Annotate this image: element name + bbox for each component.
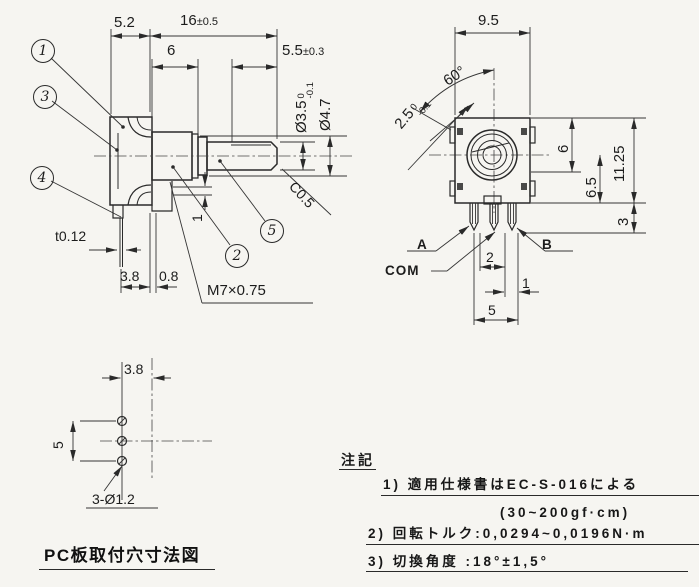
terminal-com-label: COM	[385, 263, 420, 278]
mount-hole	[116, 455, 128, 467]
balloon-1: 1	[31, 39, 55, 63]
balloon-5: 5	[260, 219, 284, 243]
thread-leader	[169, 181, 203, 304]
balloon-4: 4	[30, 166, 54, 190]
dim-bushing-length: 6	[167, 42, 176, 59]
pcb-dim-hole-span: 5	[50, 441, 66, 449]
notes-header: 注記	[341, 452, 375, 468]
note-1-underline	[381, 495, 699, 497]
note-line-3: 3) 切換角度 :18°±1,5°	[368, 554, 549, 569]
dim-leg-pitch: 2	[486, 249, 494, 265]
note-line-1: 1) 適用仕様書はEC-S-016による	[383, 477, 640, 492]
dim-body-height: 11.25	[611, 145, 628, 182]
mount-hole	[116, 415, 128, 427]
dim-lower-height: 6.5	[583, 177, 600, 198]
pcb-title-underline	[39, 569, 215, 571]
bushing-circle	[466, 129, 518, 181]
dim-leg-length: 3	[615, 217, 632, 226]
dim-bracket-depth: 5.2	[114, 14, 135, 31]
balloon-3: 3	[33, 85, 57, 109]
dim-center-height: 6	[555, 144, 572, 153]
shaft-circle	[482, 145, 502, 165]
dim-overall-length: 16±0.5	[180, 12, 219, 29]
notes-header-underline	[339, 469, 376, 471]
dim-terminal-offset: 3.8	[120, 268, 140, 284]
mount-hole	[116, 435, 128, 447]
dim-body-width: 9.5	[478, 12, 499, 29]
thread-spec-label: M7×0.75	[207, 282, 266, 299]
dim-flat-length: 5.5±0.3	[282, 42, 325, 59]
note-line-1-sub: (30~200gf·cm)	[500, 505, 631, 520]
terminal-b-label: B	[542, 237, 553, 252]
angle-arc	[419, 69, 495, 113]
dim-collar-diameter: Ø4.7	[317, 98, 334, 131]
note-2-underline	[366, 544, 699, 546]
pcb-dim-column-offset: 3.8	[124, 361, 144, 377]
pcb-view-title: PC板取付穴寸法図	[44, 546, 201, 565]
note-3-underline	[366, 571, 688, 573]
note-line-2: 2) 回転トルク:0,0294~0,0196N·m	[368, 526, 648, 541]
terminal-legs	[469, 203, 517, 232]
front-view-outline	[429, 68, 549, 232]
chamfer-leader	[281, 168, 332, 216]
dim-leg-span: 5	[488, 302, 496, 318]
dim-leg-offset: 1	[522, 275, 530, 291]
balloon-2: 2	[225, 244, 249, 268]
terminal-thickness-label: t0.12	[55, 228, 87, 244]
front-view-dimensions	[407, 27, 646, 325]
side-view-dimensions	[89, 29, 347, 304]
balloon-leaders	[50, 57, 266, 246]
side-view-outline	[94, 116, 352, 267]
dim-step: 1	[189, 214, 205, 222]
shaft-flat-chord	[471, 142, 510, 153]
pcb-view	[70, 358, 212, 509]
terminal-a-label: A	[417, 237, 428, 252]
pcb-holes-label: 3-Ø1.2	[92, 491, 135, 507]
dim-face-gap: 0.8	[159, 268, 179, 284]
